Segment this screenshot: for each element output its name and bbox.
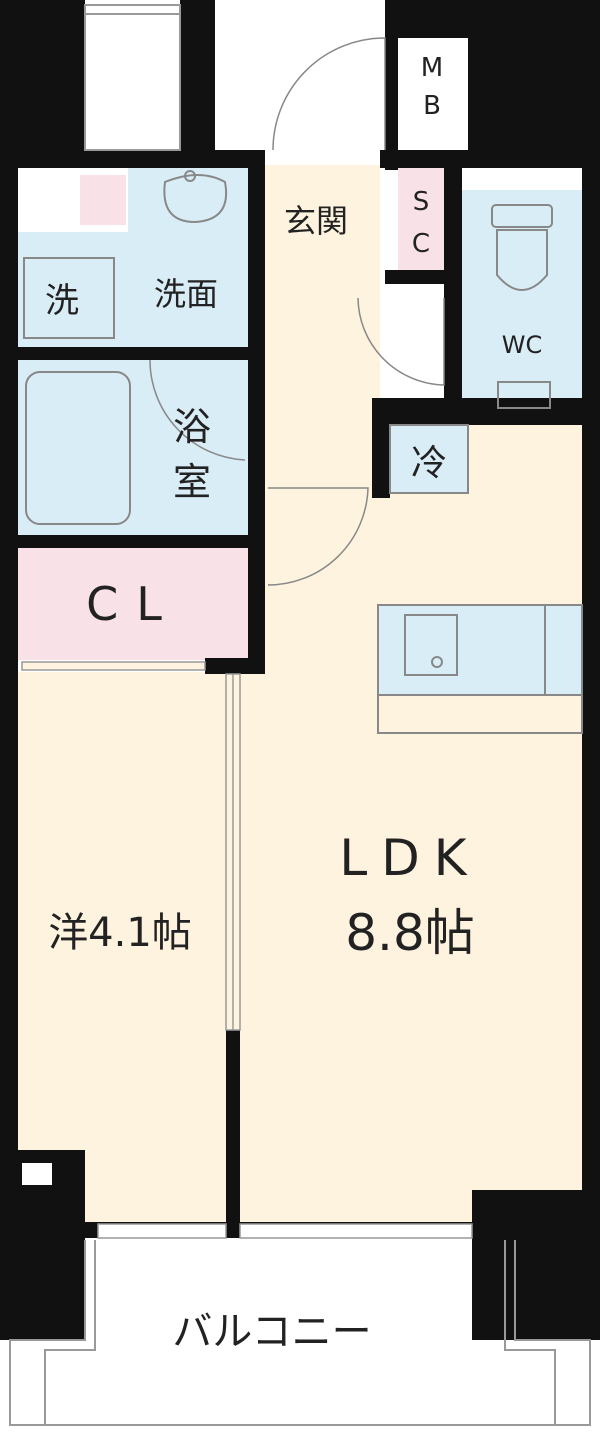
labels: M B 玄関 S C 洗 洗面 WC 浴 室 冷 CL 洋4.1帖 LDK 8.… bbox=[45, 53, 542, 1355]
label-toilet: WC bbox=[502, 331, 543, 359]
wall-top-right-b bbox=[468, 0, 600, 165]
label-ldk-name: LDK bbox=[339, 829, 480, 887]
toilet-sink bbox=[497, 381, 551, 409]
wall-hall-left bbox=[248, 165, 265, 670]
wall-cl-bottom bbox=[205, 658, 265, 674]
washbasin bbox=[163, 174, 228, 224]
balcony-outline-inner bbox=[44, 1240, 96, 1425]
label-ldk-size: 8.8帖 bbox=[345, 904, 475, 962]
wall-sc-right bbox=[444, 165, 462, 405]
walls bbox=[0, 0, 600, 1340]
wall-upper-band bbox=[0, 150, 265, 168]
door-bath-swing bbox=[149, 359, 246, 461]
label-washer: 洗 bbox=[45, 281, 79, 321]
balcony-outline bbox=[9, 1240, 591, 1426]
label-balcony: バルコニー bbox=[172, 1309, 371, 1355]
balcony-rail bbox=[9, 1240, 591, 1426]
wall-upper-band-right bbox=[380, 150, 600, 168]
wall-wc-bottom bbox=[372, 398, 582, 425]
wall-mb-left bbox=[385, 30, 398, 170]
vanity-pink bbox=[80, 175, 126, 225]
bath-floor bbox=[18, 360, 248, 535]
western-room-floor bbox=[18, 672, 226, 1225]
wall-bath-cl bbox=[18, 535, 250, 548]
wall-right bbox=[582, 0, 600, 1340]
bathtub bbox=[25, 371, 131, 525]
toilet-bowl bbox=[496, 229, 548, 291]
small-window-left bbox=[18, 168, 63, 224]
label-washroom: 洗面 bbox=[154, 275, 218, 313]
label-sc-1: S bbox=[413, 187, 430, 217]
label-bath-2: 室 bbox=[173, 460, 211, 504]
kitchen-counter-ledge bbox=[377, 694, 583, 734]
window-top bbox=[84, 4, 181, 151]
label-fridge: 冷 bbox=[411, 443, 447, 484]
label-entrance: 玄関 bbox=[284, 202, 348, 240]
fixtures bbox=[23, 170, 583, 734]
hall-floor bbox=[265, 165, 380, 425]
wall-partition bbox=[226, 1030, 240, 1225]
kitchen-sink bbox=[404, 614, 458, 676]
label-closet: CL bbox=[86, 577, 180, 631]
mb-floor bbox=[398, 38, 468, 148]
wall-left bbox=[0, 0, 18, 1340]
wall-top-left bbox=[0, 0, 85, 165]
wall-top-left-b bbox=[180, 0, 215, 165]
wall-wash-bath bbox=[18, 347, 250, 360]
kitchen-counter bbox=[377, 604, 583, 696]
small-window-right bbox=[468, 168, 496, 186]
sliding-door-cl bbox=[21, 661, 206, 671]
label-mb-1: M bbox=[421, 53, 443, 83]
closet-floor bbox=[18, 548, 248, 660]
balcony-outline-inner-r bbox=[504, 1240, 556, 1425]
toilet-floor bbox=[462, 190, 582, 408]
label-sc-2: C bbox=[412, 229, 430, 259]
label-mb-2: B bbox=[423, 91, 441, 121]
label-western-room: 洋4.1帖 bbox=[48, 910, 192, 956]
kitchen-sink-drain bbox=[431, 656, 443, 668]
balcony-door bbox=[239, 1223, 473, 1239]
door-hall-swing bbox=[357, 297, 445, 386]
room-fills bbox=[18, 38, 582, 1425]
washroom-floor bbox=[18, 232, 250, 347]
ldk-floor bbox=[240, 425, 582, 1225]
openings bbox=[18, 4, 496, 1239]
label-bath-1: 浴 bbox=[173, 405, 211, 449]
niche-white bbox=[22, 1163, 52, 1185]
fridge-box bbox=[389, 424, 469, 494]
door-ldk-swing bbox=[267, 487, 369, 586]
door-entrance-swing bbox=[272, 37, 386, 151]
balcony-floor bbox=[85, 1240, 515, 1425]
washing-machine bbox=[23, 257, 115, 339]
wall-bottom-right bbox=[472, 1190, 600, 1340]
wall-sc-bottom bbox=[385, 270, 462, 284]
shoe-closet-floor bbox=[398, 168, 444, 273]
toilet-tank bbox=[491, 204, 553, 228]
door-swings bbox=[149, 37, 445, 586]
faucet bbox=[184, 170, 196, 182]
balcony-door-left bbox=[97, 1223, 227, 1239]
